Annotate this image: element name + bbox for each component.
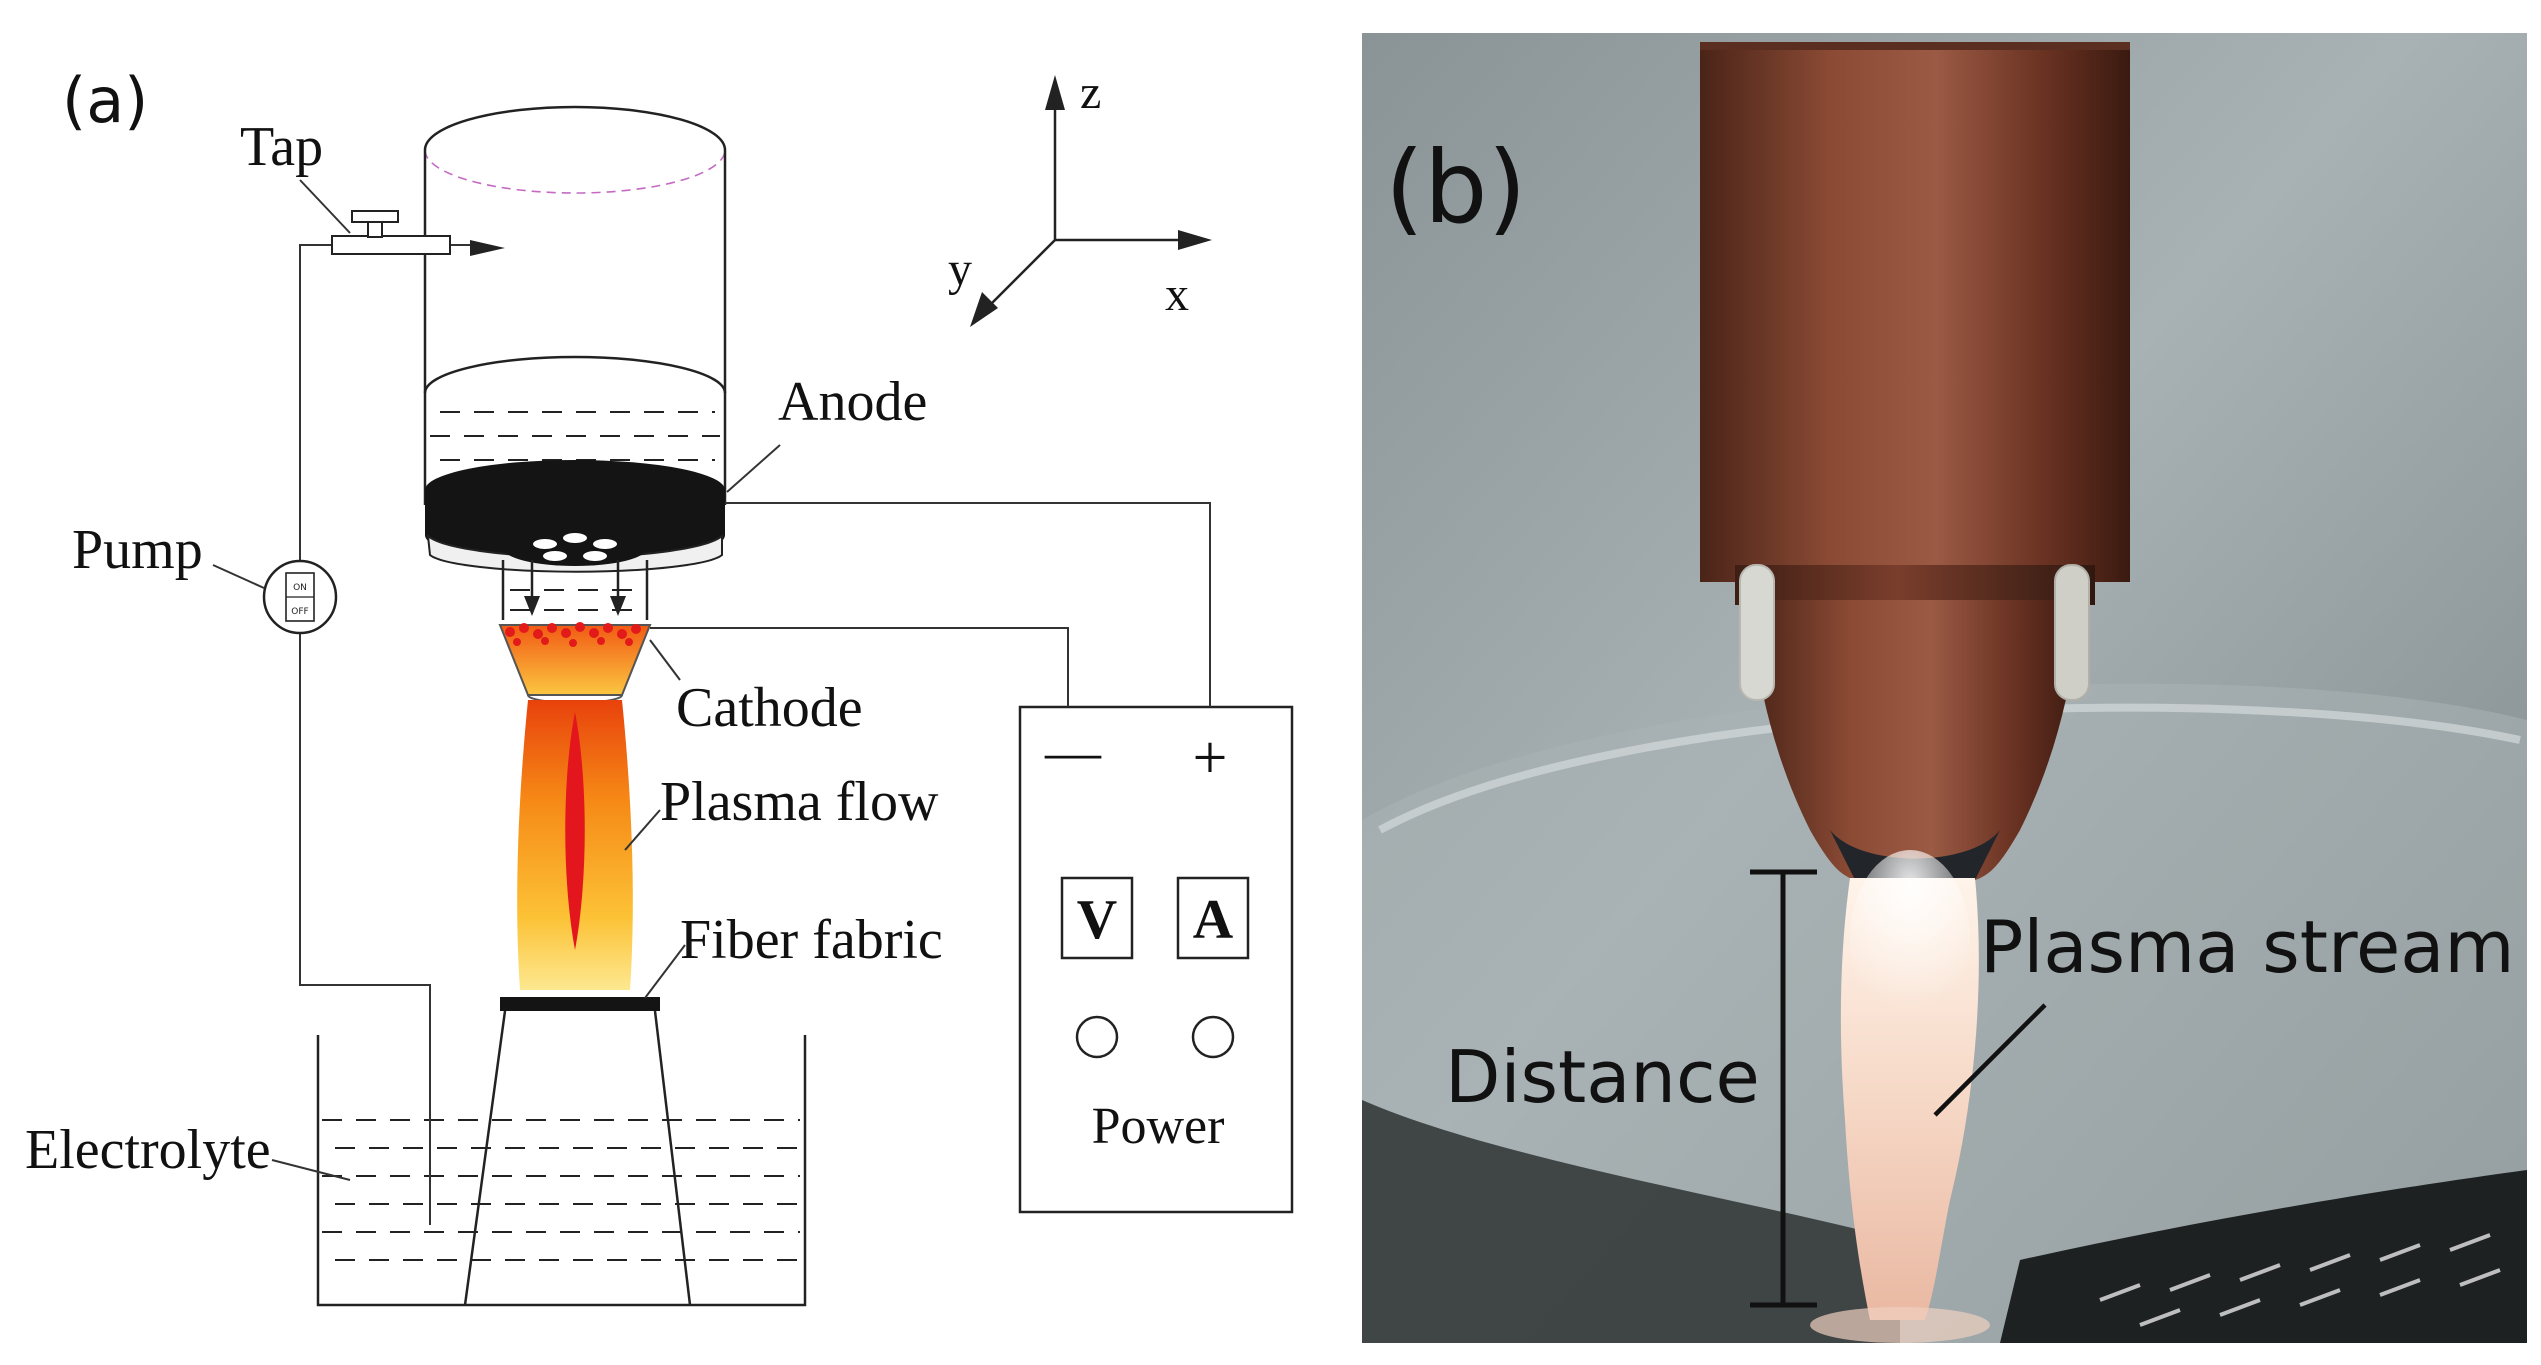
copper-electrode-column	[1700, 42, 2130, 582]
fabric-right	[2000, 1170, 2527, 1343]
plasma-stream-label: Plasma stream	[1980, 905, 2515, 989]
panel-b-label: (b)	[1385, 129, 1527, 246]
pump-switch-on: ON	[293, 583, 307, 593]
tap-valve	[331, 210, 451, 255]
fiber-fabric-label: Fiber fabric	[680, 909, 943, 971]
nozzle-holes	[503, 530, 647, 566]
panel-b-photo	[1362, 33, 2527, 1343]
voltmeter-knob	[1075, 1015, 1119, 1059]
pump-label: Pump	[72, 519, 203, 581]
pump: ON OFF	[262, 559, 338, 635]
plasma-flow	[517, 700, 633, 990]
leader-lines	[212, 179, 781, 1181]
axis-z-label: z	[1080, 66, 1101, 119]
fabric-weave	[2099, 1233, 2501, 1327]
fiber-fabric	[500, 997, 660, 1011]
cathode-funnel	[498, 622, 652, 704]
axis-x-label: x	[1165, 268, 1189, 321]
negative-terminal: —	[1044, 721, 1102, 783]
pump-switch-off: OFF	[291, 607, 308, 617]
distance-label: Distance	[1445, 1035, 1760, 1119]
power-wires	[650, 502, 1211, 707]
fabric-left	[1362, 1100, 1900, 1343]
insulator-left	[1739, 564, 1775, 701]
electrolyte-label: Electrolyte	[25, 1119, 271, 1181]
ammeter-knob	[1191, 1015, 1235, 1059]
cathode-label: Cathode	[676, 677, 863, 739]
electrolyte-tank	[316, 1035, 807, 1307]
sample-support	[463, 1010, 692, 1306]
anode-disc	[425, 460, 725, 573]
nozzle-tube	[501, 560, 649, 620]
coordinate-axes: z y x	[948, 66, 1212, 327]
distance-scale	[1750, 869, 1817, 1308]
axis-y-label: y	[948, 243, 972, 296]
plasma-flow-label: Plasma flow	[660, 771, 939, 833]
power-supply: — + V A Power	[1018, 705, 1294, 1214]
voltmeter: V	[1077, 889, 1117, 951]
power-label: Power	[1092, 1098, 1225, 1155]
recirculation-pipe	[299, 240, 505, 1225]
tap-label: Tap	[240, 116, 323, 178]
anode-label: Anode	[778, 371, 927, 433]
ammeter: A	[1193, 889, 1234, 951]
insulator-right	[2054, 564, 2090, 701]
reservoir-cylinder	[423, 105, 727, 505]
panel-a-schematic: (a) z y x	[25, 64, 1294, 1307]
positive-terminal: +	[1193, 724, 1228, 792]
reservoir-liquid	[430, 411, 720, 461]
panel-a-label: (a)	[62, 64, 148, 137]
plasma-stream-pointer	[1933, 1003, 2047, 1117]
electrode-nozzle	[1750, 600, 2080, 880]
